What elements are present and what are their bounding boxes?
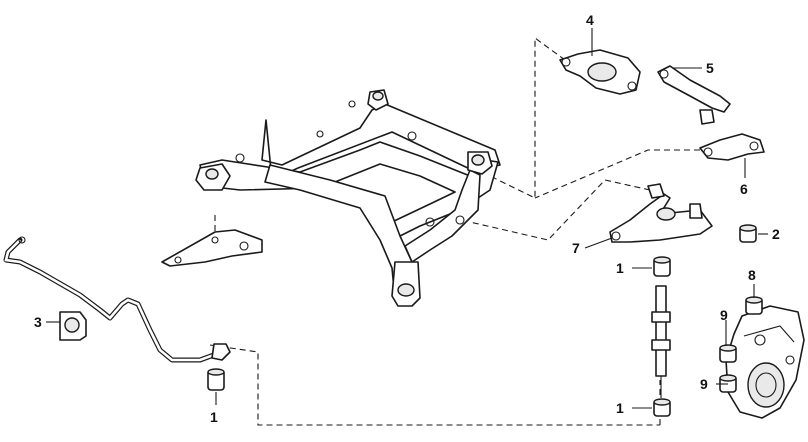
dash-arm4-to-frame — [487, 36, 566, 199]
callout-3: 3 — [34, 314, 42, 330]
bushing-part-8 — [745, 296, 763, 315]
callout-8: 8 — [748, 267, 756, 283]
bushing-part-3 — [59, 311, 87, 341]
callout-6: 6 — [740, 181, 748, 197]
trailing-link-part-6 — [699, 133, 765, 161]
stabilizer-link — [651, 285, 671, 398]
mounting-bracket — [161, 229, 263, 267]
callout-9-lower: 9 — [700, 376, 708, 392]
callout-5: 5 — [706, 60, 714, 76]
callout-1-bottom-right: 1 — [616, 400, 624, 416]
rear-knuckle-housing — [725, 305, 805, 419]
callout-1-bottom-left: 1 — [210, 409, 218, 425]
dash-arm6-to-frame — [534, 149, 700, 199]
callout-7: 7 — [572, 240, 580, 256]
dash-lowerarm-to-frame — [469, 179, 651, 241]
callout-9-upper: 9 — [720, 307, 728, 323]
lower-arm-part-7 — [609, 183, 713, 243]
callout-1-mid: 1 — [616, 260, 624, 276]
bushing-part-1-bottom — [653, 398, 671, 417]
leader-lines — [46, 28, 768, 409]
bushing-part-1-left — [207, 368, 225, 391]
callout-2: 2 — [772, 226, 780, 242]
callout-labels: 1 1 1 2 3 4 5 6 7 8 9 9 — [34, 12, 780, 425]
stabilizer-bar — [3, 236, 231, 363]
rear-subframe — [195, 89, 501, 307]
bushing-part-1-mid — [653, 256, 671, 277]
bushing-part-2 — [739, 224, 757, 243]
upper-arm-part-4 — [559, 49, 641, 95]
callout-4: 4 — [586, 12, 594, 28]
dash-stabilizer-to-bottom — [209, 344, 660, 426]
lateral-link-part-5 — [657, 65, 731, 125]
bushing-part-9-upper — [719, 344, 737, 363]
